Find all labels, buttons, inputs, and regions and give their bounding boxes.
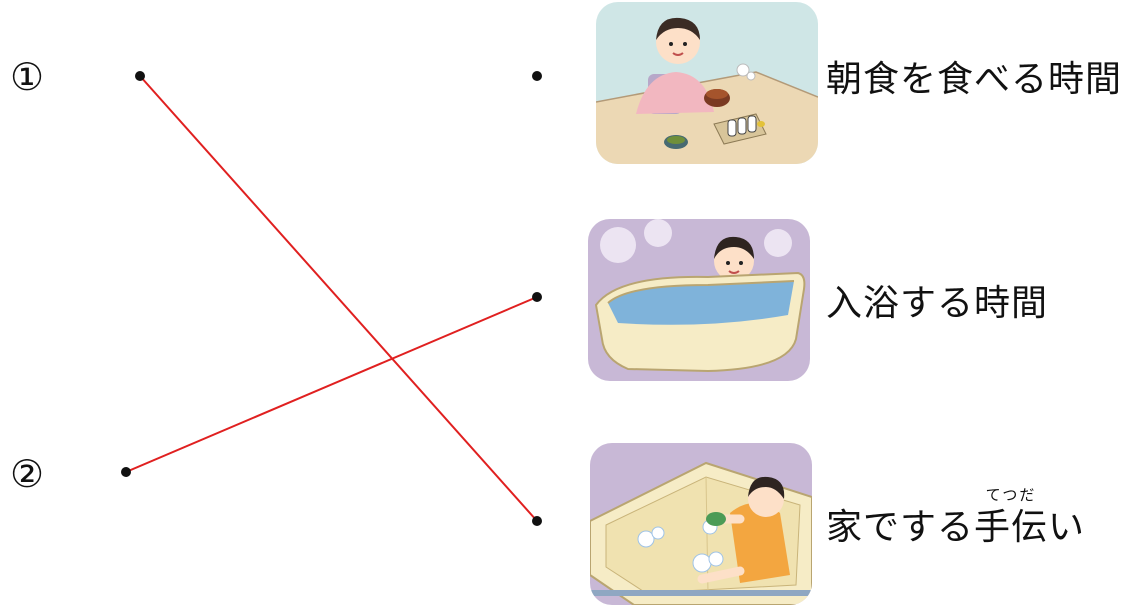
right-dot-1[interactable] [532, 71, 542, 81]
right-dot-3[interactable] [532, 516, 542, 526]
left-dot-1[interactable] [135, 71, 145, 81]
marker-2: ② [10, 452, 45, 496]
label-chores-before: 家でする [826, 507, 975, 548]
furigana: てつだ [985, 486, 1037, 504]
ruby-group: てつだ手伝 [974, 488, 1049, 548]
cleaning-bath-illustration [590, 443, 812, 605]
bathing-illustration [588, 219, 810, 381]
breakfast-illustration [596, 2, 818, 164]
label-chores-after: い [1048, 507, 1086, 548]
ruby-base: 手伝 [974, 507, 1049, 548]
label-bathing: 入浴する時間 [826, 283, 1049, 324]
marker-1: ① [10, 55, 45, 99]
right-dot-2[interactable] [532, 292, 542, 302]
label-chores: 家でするてつだ手伝い [826, 488, 1086, 548]
left-dot-2[interactable] [121, 467, 131, 477]
connection-line-2 [125, 296, 538, 473]
label-breakfast: 朝食を食べる時間 [826, 59, 1123, 100]
connection-line-1 [139, 75, 538, 522]
